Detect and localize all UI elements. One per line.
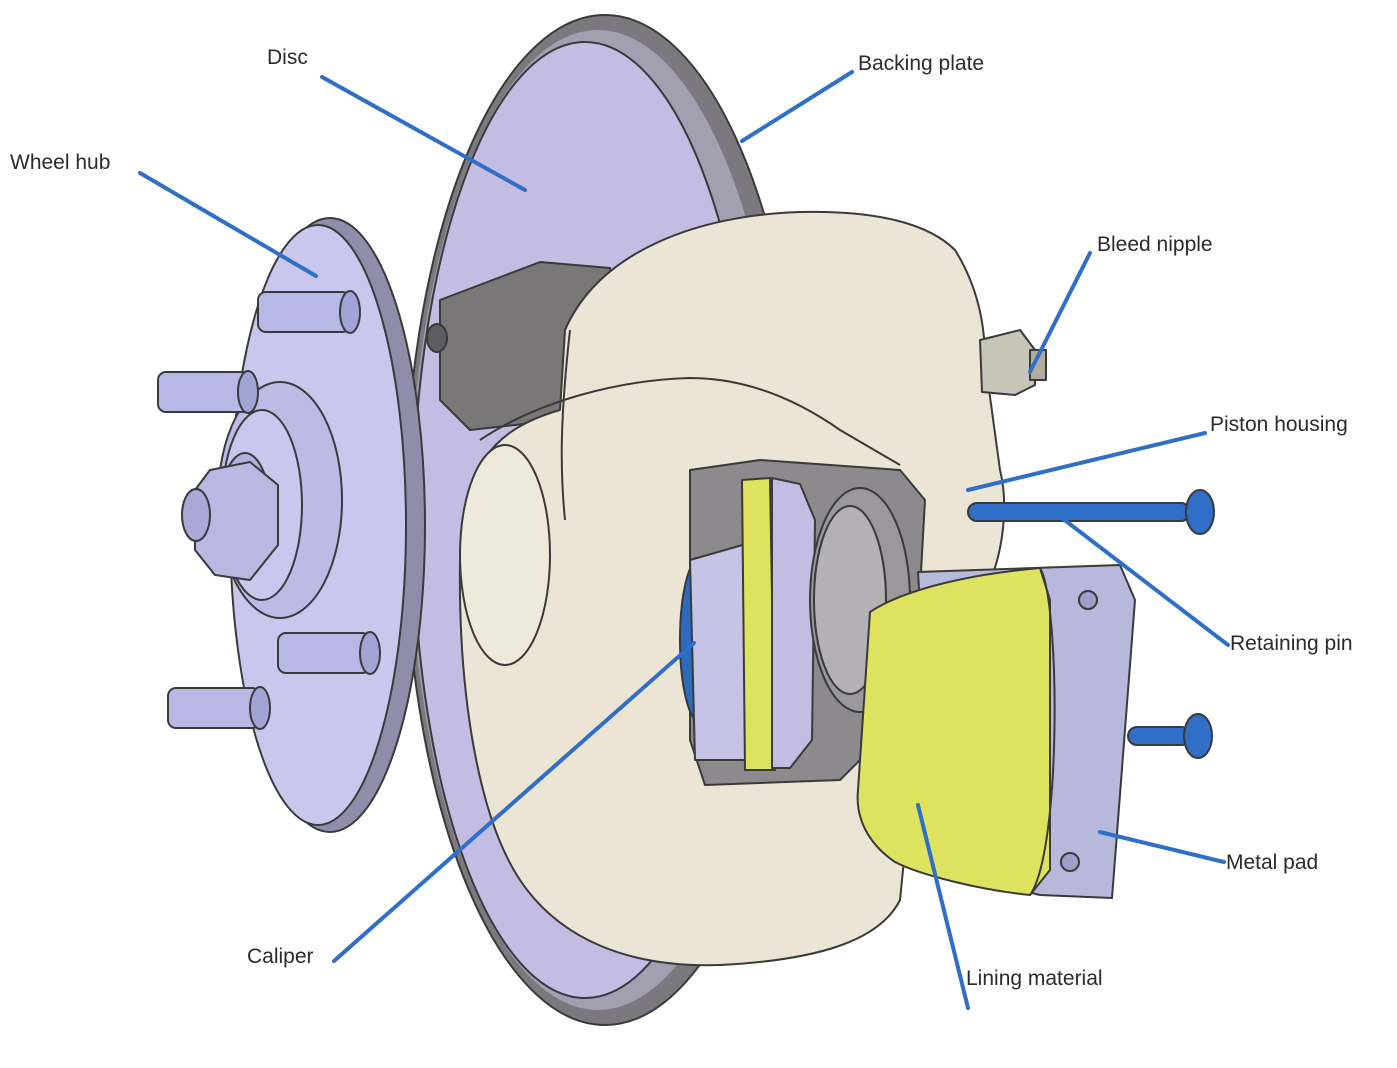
leader-lining-material [916,803,970,1010]
label-wheel-hub: Wheel hub [10,151,110,174]
label-lining-material: Lining material [966,967,1103,990]
stud [257,290,361,334]
label-backing-plate: Backing plate [858,52,984,75]
label-metal-pad: Metal pad [1226,851,1318,874]
label-retaining-pin: Retaining pin [1230,632,1353,655]
labels: Disc Backing plate Wheel hub Bleed nippl… [10,46,1353,990]
label-caliper: Caliper [247,945,314,968]
leader-piston-housing [966,431,1207,492]
leader-metal-pad [1098,830,1226,864]
wheel-studs [157,290,381,730]
label-disc: Disc [267,46,308,69]
leader-disc [320,75,527,192]
stud [277,631,381,675]
leader-caliper [332,641,696,963]
label-piston-housing: Piston housing [1210,413,1348,436]
label-bleed-nipple: Bleed nipple [1097,233,1213,256]
retaining-pin-lower [1127,713,1213,759]
stud [167,686,271,730]
retaining-pins [967,489,1215,759]
leader-wheel-hub [138,171,318,278]
brake-pad [856,564,1136,899]
stud [157,370,259,414]
leader-lines [138,70,1230,1010]
retaining-pin-upper [967,489,1215,535]
leader-backing-plate [740,70,854,143]
bleed-nipple [979,329,1047,396]
wheel-hub [181,217,426,833]
leader-bleed-nipple [1028,251,1092,374]
leader-retaining-pin [1056,513,1230,647]
